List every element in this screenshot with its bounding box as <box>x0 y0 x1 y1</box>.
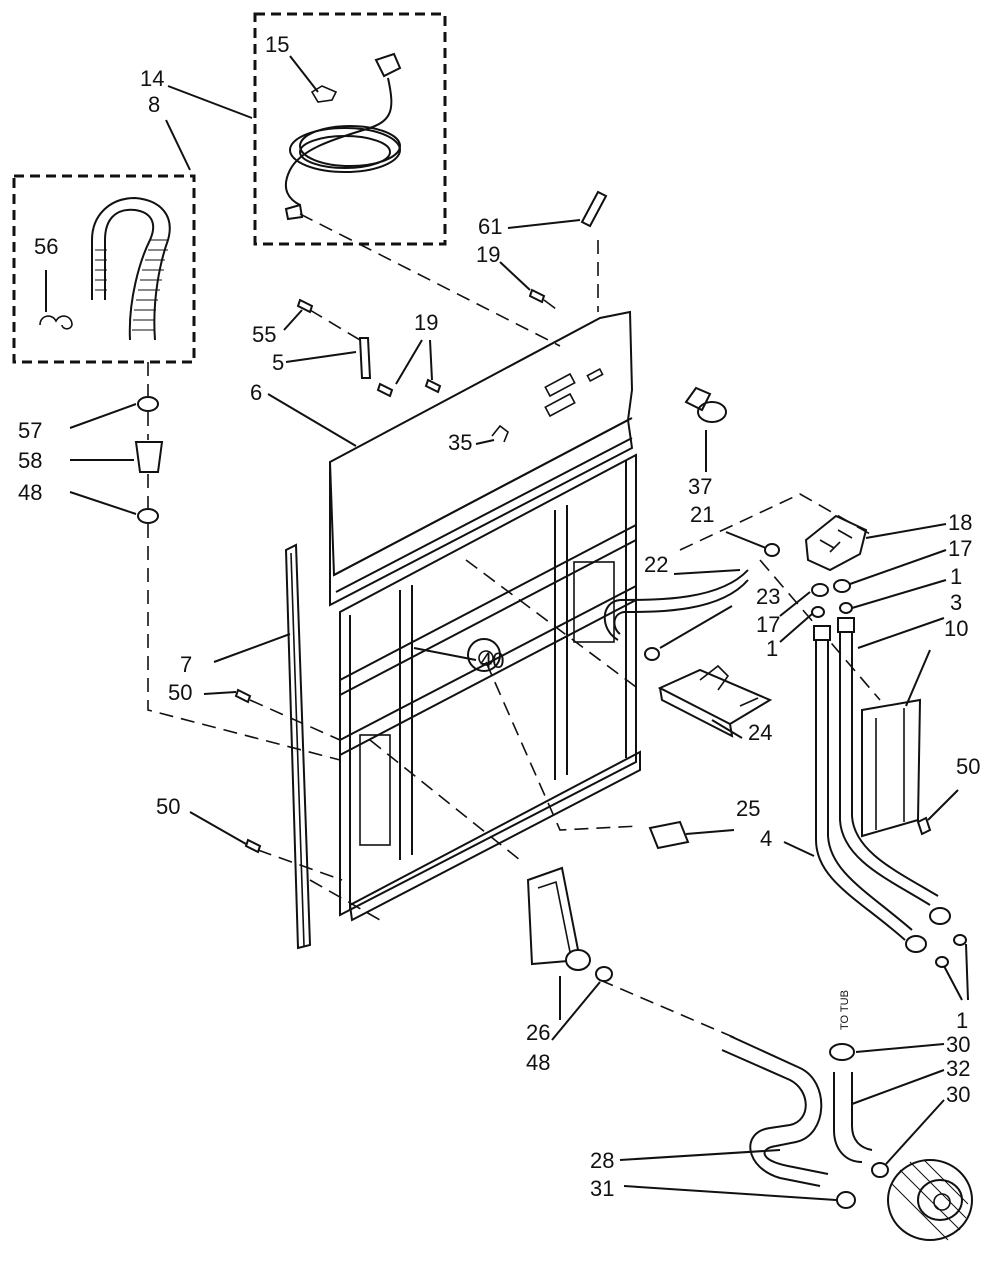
inlet-hoses <box>813 617 967 968</box>
drain-hose-coiled <box>39 196 171 341</box>
label-48: 48 <box>18 480 42 505</box>
clamp-48 <box>137 508 159 524</box>
label-4: 4 <box>760 826 772 851</box>
screw-55 <box>296 298 314 314</box>
power-cord-kit-box <box>253 12 447 246</box>
screw-50b <box>244 838 262 854</box>
connector-25 <box>648 820 690 850</box>
screw-61 <box>580 190 608 228</box>
label-21: 21 <box>690 502 714 527</box>
clamp-30b <box>871 1162 889 1178</box>
clamp-48b <box>595 966 613 982</box>
label-15: 15 <box>265 32 289 57</box>
label-19b: 19 <box>414 310 438 335</box>
pump-housing-26 <box>526 866 591 971</box>
label-24: 24 <box>748 720 772 745</box>
clip-5 <box>358 337 372 379</box>
label-28: 28 <box>590 1148 614 1173</box>
label-18: 18 <box>948 510 972 535</box>
label-6: 6 <box>250 380 262 405</box>
label-50c: 50 <box>156 794 180 819</box>
screen-17a <box>833 579 851 593</box>
label-55: 55 <box>252 322 276 347</box>
label-30b: 30 <box>946 1082 970 1107</box>
label-7: 7 <box>180 652 192 677</box>
power-cord <box>284 52 402 221</box>
clamp-57 <box>137 396 159 412</box>
washer-3 <box>839 602 853 614</box>
screw-50c <box>916 816 932 836</box>
hose-adapter-58 <box>134 441 164 473</box>
screw-50a <box>234 688 252 704</box>
label-40: 40 <box>480 648 504 673</box>
clamp-30a <box>829 1043 855 1061</box>
rear-panel <box>328 310 641 922</box>
label-22: 22 <box>644 552 668 577</box>
label-17b: 17 <box>756 612 780 637</box>
clamp-23 <box>644 647 660 661</box>
label-8: 8 <box>148 92 160 117</box>
label-23: 23 <box>756 584 780 609</box>
label-1a: 1 <box>950 564 962 589</box>
drain-hose-28 <box>721 1035 829 1187</box>
side-rail <box>284 543 312 950</box>
label-50a: 50 <box>168 680 192 705</box>
label-1c: 1 <box>956 1008 968 1033</box>
label-25: 25 <box>736 796 760 821</box>
label-14: 14 <box>140 66 164 91</box>
label-37: 37 <box>688 474 712 499</box>
callout-labels: 14 8 15 56 57 58 48 61 19 55 5 19 6 35 3… <box>18 32 980 1201</box>
hose-22 <box>603 569 749 641</box>
label-10: 10 <box>944 616 968 641</box>
label-61: 61 <box>478 214 502 239</box>
pump-assembly <box>887 1159 973 1241</box>
clip-35 <box>491 424 509 443</box>
water-inlet-valve <box>804 514 868 572</box>
hose-32 <box>833 1072 873 1163</box>
washer-21 <box>764 543 780 557</box>
label-3: 3 <box>950 590 962 615</box>
screen-17b <box>811 583 829 597</box>
pressure-switch-24 <box>657 664 773 738</box>
screw-19b2 <box>424 378 442 394</box>
label-48b: 48 <box>526 1050 550 1075</box>
clamp-37 <box>684 386 727 423</box>
label-1b: 1 <box>766 636 778 661</box>
label-50b: 50 <box>956 754 980 779</box>
screw-19a <box>528 288 546 304</box>
leader-lines <box>45 55 969 1201</box>
label-30a: 30 <box>946 1032 970 1057</box>
label-26: 26 <box>526 1020 550 1045</box>
label-57: 57 <box>18 418 42 443</box>
label-32: 32 <box>946 1056 970 1081</box>
drain-hose-kit-box <box>12 174 196 364</box>
hose-bracket-10 <box>861 698 922 838</box>
label-35: 35 <box>448 430 472 455</box>
washer-1a <box>811 606 825 618</box>
label-56: 56 <box>34 234 58 259</box>
label-31: 31 <box>590 1176 614 1201</box>
screw-19b1 <box>376 382 394 398</box>
clamp-31 <box>836 1191 856 1209</box>
label-17a: 17 <box>948 536 972 561</box>
label-19: 19 <box>476 242 500 267</box>
to-tub-note: TO TUB <box>839 990 851 1030</box>
label-58: 58 <box>18 448 42 473</box>
label-5: 5 <box>272 350 284 375</box>
